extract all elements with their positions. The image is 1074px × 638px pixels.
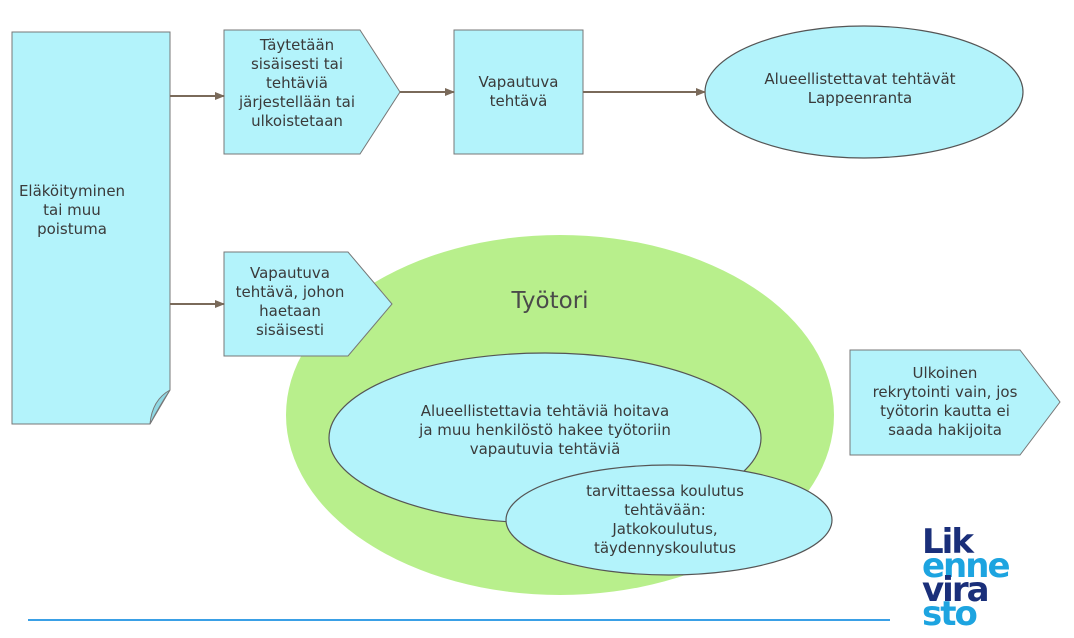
logo-line-1: Lik xyxy=(922,522,974,562)
retirement-box xyxy=(11,31,171,425)
vacant-internal-box xyxy=(223,251,393,357)
staff-apply-label: Alueellistettavia tehtäviä hoitava ja mu… xyxy=(419,402,671,458)
vacant-internal-label: Vapautuva tehtävä, johon haetaan sisäise… xyxy=(235,264,345,339)
retirement-label: Eläköityminen tai muu poistuma xyxy=(18,182,126,238)
external-label: Ulkoinen rekrytointi vain, jos työtorin … xyxy=(872,364,1018,439)
job-market-title: Työtori xyxy=(511,288,589,314)
training-ellipse xyxy=(505,464,833,576)
vacant-task-label: Vapautuva tehtävä xyxy=(478,73,559,110)
liikennevirasto-logo: Lik enne vira sto xyxy=(922,522,1022,634)
logo-line-4: sto xyxy=(922,594,978,634)
regional-tasks-label: Alueellistettavat tehtävät Lappeenranta xyxy=(764,70,956,107)
external-box xyxy=(849,349,1061,456)
logo-line-3: vira xyxy=(922,570,990,610)
logo-line-2: enne xyxy=(922,546,1011,586)
fill-internal-label: Täytetään sisäisesti tai tehtäviä järjes… xyxy=(238,36,356,130)
page-curl xyxy=(149,389,171,425)
training-label: tarvittaessa koulutus tehtävään: Jatkoko… xyxy=(586,482,744,557)
fill-internal-box xyxy=(223,29,401,155)
